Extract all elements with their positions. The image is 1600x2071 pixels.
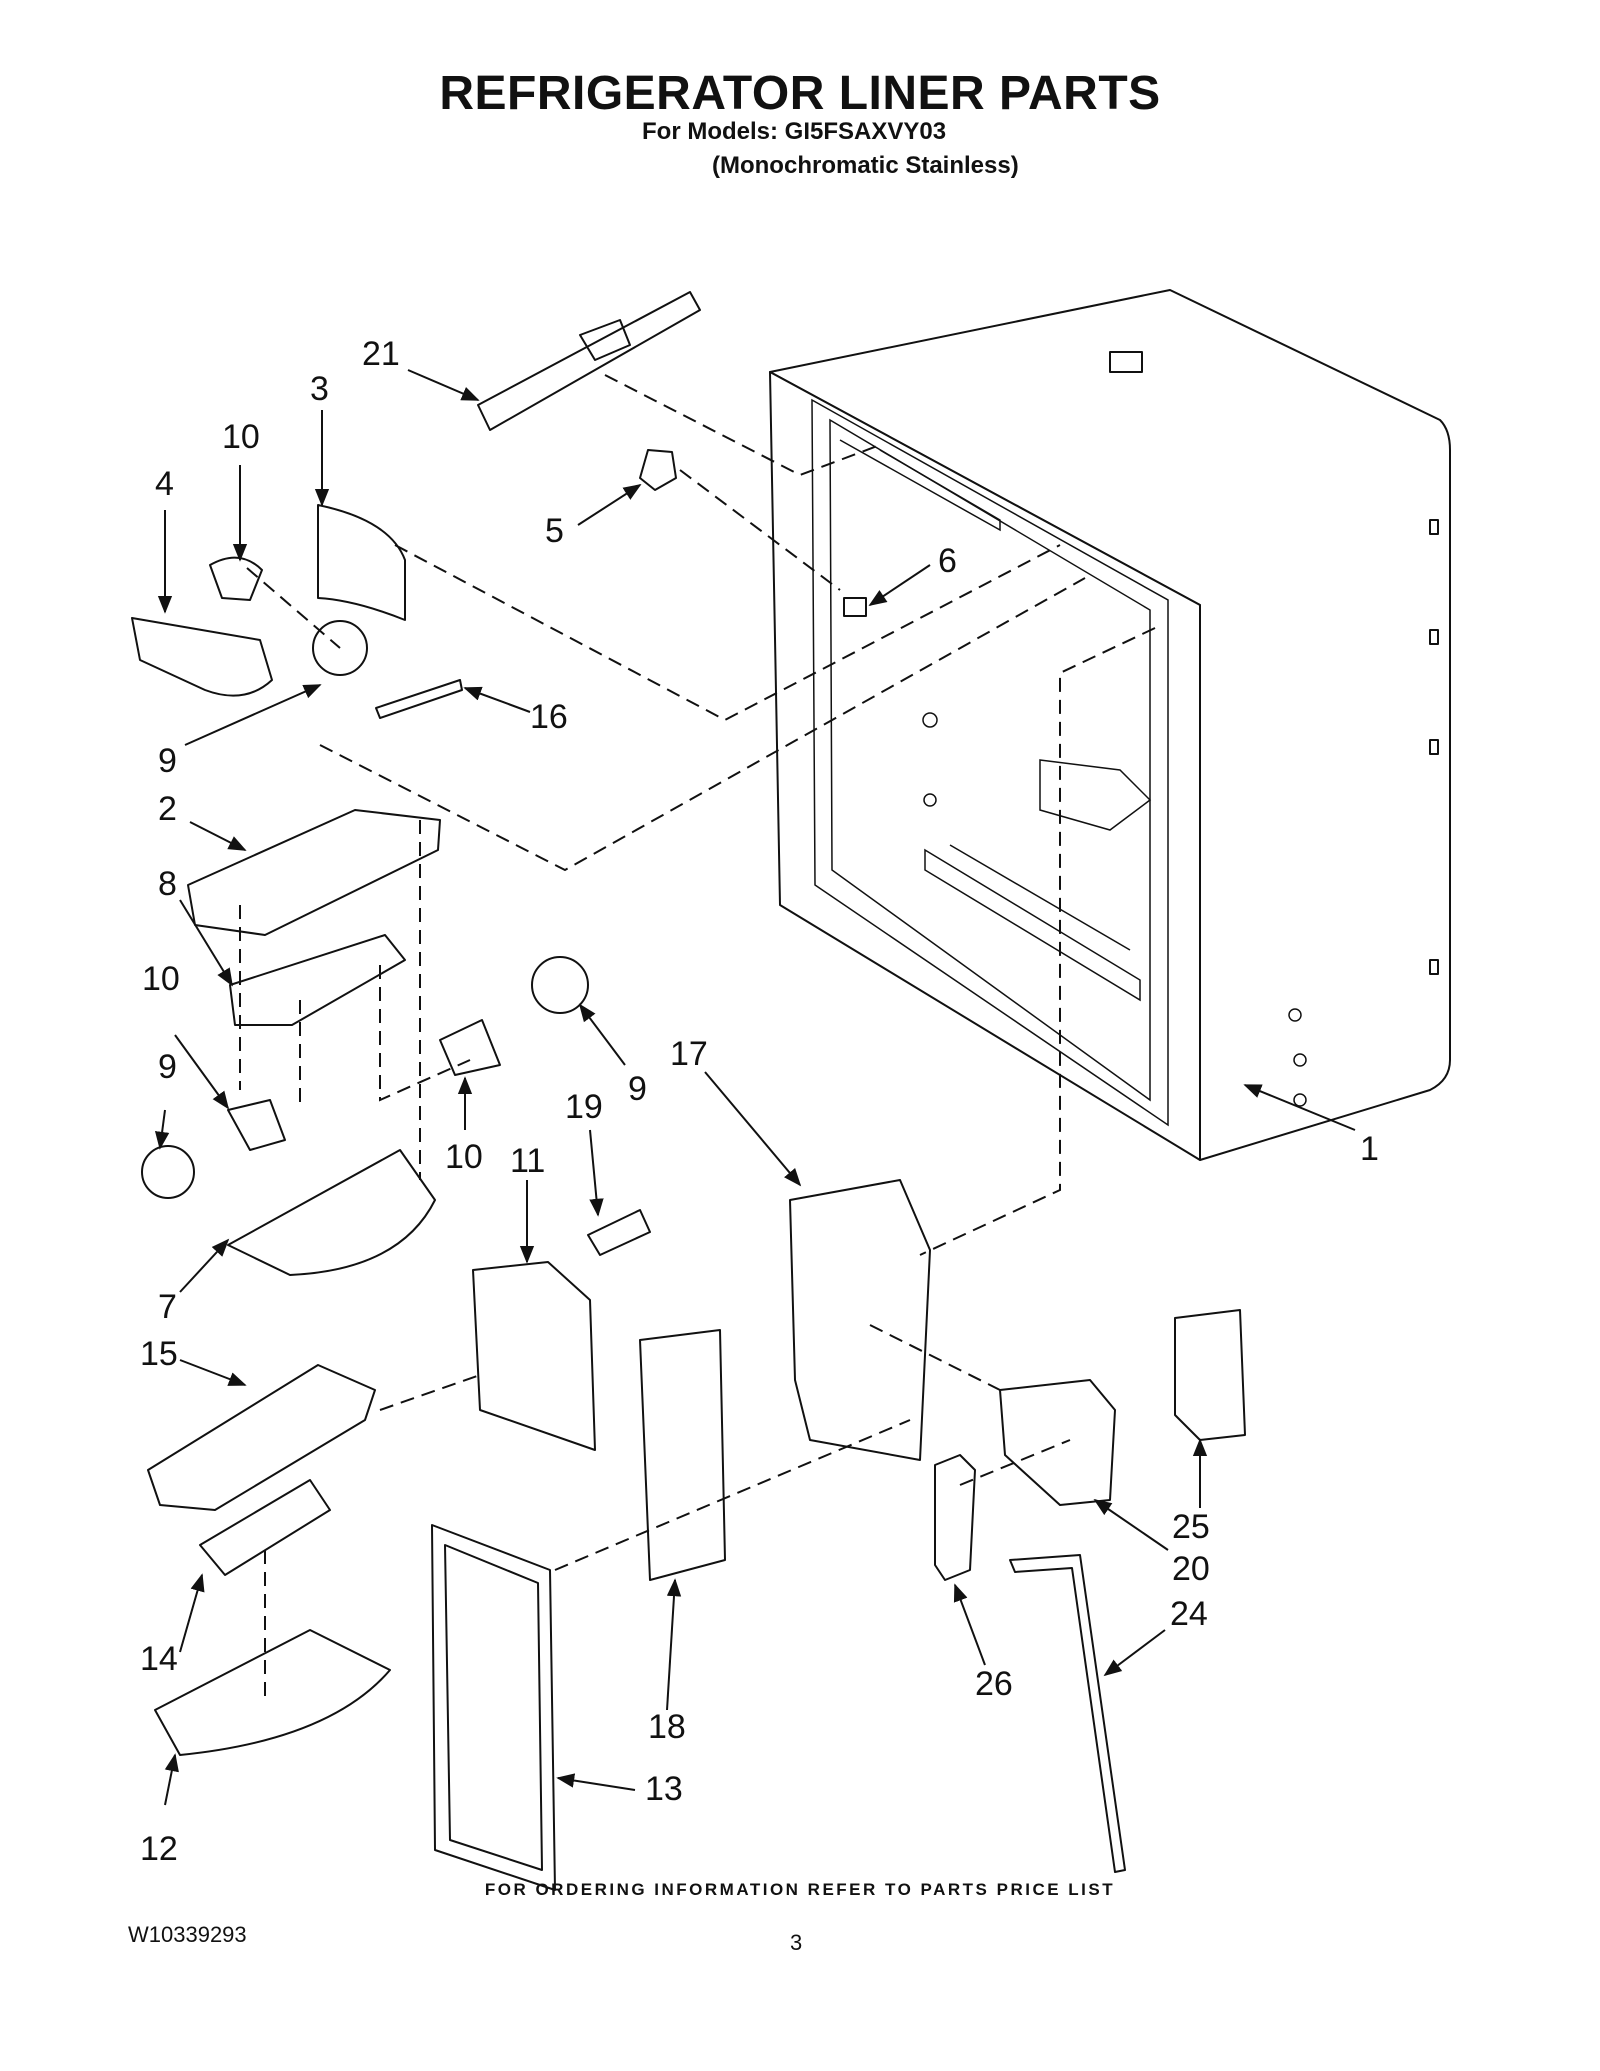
callout-24: 24 xyxy=(1170,1595,1208,1633)
part-15-filter-housing xyxy=(147,1364,376,1511)
callout-4: 4 xyxy=(155,465,174,503)
part-9-bulb-mid xyxy=(531,956,589,1014)
callout-labels: 21 3 10 4 5 6 16 9 2 8 10 9 9 10 17 19 1… xyxy=(140,335,1379,1868)
part-17-bracket xyxy=(789,1179,931,1461)
assembly-lines xyxy=(239,374,1156,1700)
callout-5: 5 xyxy=(545,512,564,550)
ordering-note: FOR ORDERING INFORMATION REFER TO PARTS … xyxy=(484,1880,1116,1899)
callout-6: 6 xyxy=(938,542,957,580)
part-14-filter xyxy=(199,1479,331,1576)
callout-3: 3 xyxy=(310,370,329,408)
callout-7: 7 xyxy=(158,1288,177,1326)
color-scheme: (Monochromatic Stainless) xyxy=(712,152,1019,179)
part-19-sensor xyxy=(587,1209,651,1256)
callout-16: 16 xyxy=(530,698,568,736)
callout-10-left: 10 xyxy=(142,960,180,998)
callout-25: 25 xyxy=(1172,1508,1210,1546)
callout-9-top: 9 xyxy=(158,742,177,780)
callout-19: 19 xyxy=(565,1088,603,1126)
part-16-thermistor xyxy=(375,679,463,719)
page-number: 3 xyxy=(790,1930,803,1955)
part-24-water-tube xyxy=(1009,1554,1126,1873)
callout-8: 8 xyxy=(158,865,177,903)
callout-18: 18 xyxy=(648,1708,686,1746)
callout-17: 17 xyxy=(670,1035,708,1073)
callout-13: 13 xyxy=(645,1770,683,1808)
callout-21: 21 xyxy=(362,335,400,373)
part-21-trim xyxy=(477,291,701,431)
part-9-bulb-left xyxy=(141,1145,195,1199)
part-18-harness xyxy=(639,1329,726,1581)
part-6-clip xyxy=(843,597,867,617)
callout-12: 12 xyxy=(140,1830,178,1868)
callout-arrows xyxy=(154,369,1356,1806)
callout-20: 20 xyxy=(1172,1550,1210,1588)
document-number: W10339293 xyxy=(128,1922,247,1947)
part-10-socket-mid xyxy=(439,1019,501,1076)
part-3-panel xyxy=(317,504,406,621)
part-5-knob xyxy=(639,449,677,491)
part-10-socket-left xyxy=(227,1099,286,1151)
callout-2: 2 xyxy=(158,790,177,828)
callout-15: 15 xyxy=(140,1335,178,1373)
callout-9-left: 9 xyxy=(158,1048,177,1086)
part-20-water-valve xyxy=(999,1379,1116,1506)
part-8-diffuser xyxy=(229,934,406,1026)
part-11-duct xyxy=(472,1261,596,1451)
part-13-trim-panel xyxy=(431,1524,556,1891)
callout-14: 14 xyxy=(140,1640,178,1678)
part-2-housing xyxy=(187,809,441,936)
part-26-bracket xyxy=(934,1454,976,1581)
callout-1: 1 xyxy=(1360,1130,1379,1168)
part-10-socket-top xyxy=(209,556,263,601)
callout-10-top: 10 xyxy=(222,418,260,456)
part-12-filter-cover xyxy=(154,1629,391,1756)
part-25-valve-cover xyxy=(1174,1309,1246,1441)
callout-10-mid: 10 xyxy=(445,1138,483,1176)
models-line: For Models: GI5FSAXVY03 xyxy=(642,118,947,145)
page-title: REFRIGERATOR LINER PARTS xyxy=(439,67,1161,120)
part-7-lower-lens xyxy=(227,1149,436,1276)
callout-26: 26 xyxy=(975,1665,1013,1703)
part-4-lens-cover xyxy=(131,617,273,697)
callout-11: 11 xyxy=(510,1142,545,1180)
liner-cabinet xyxy=(769,289,1451,1161)
callout-9-mid: 9 xyxy=(628,1070,647,1108)
